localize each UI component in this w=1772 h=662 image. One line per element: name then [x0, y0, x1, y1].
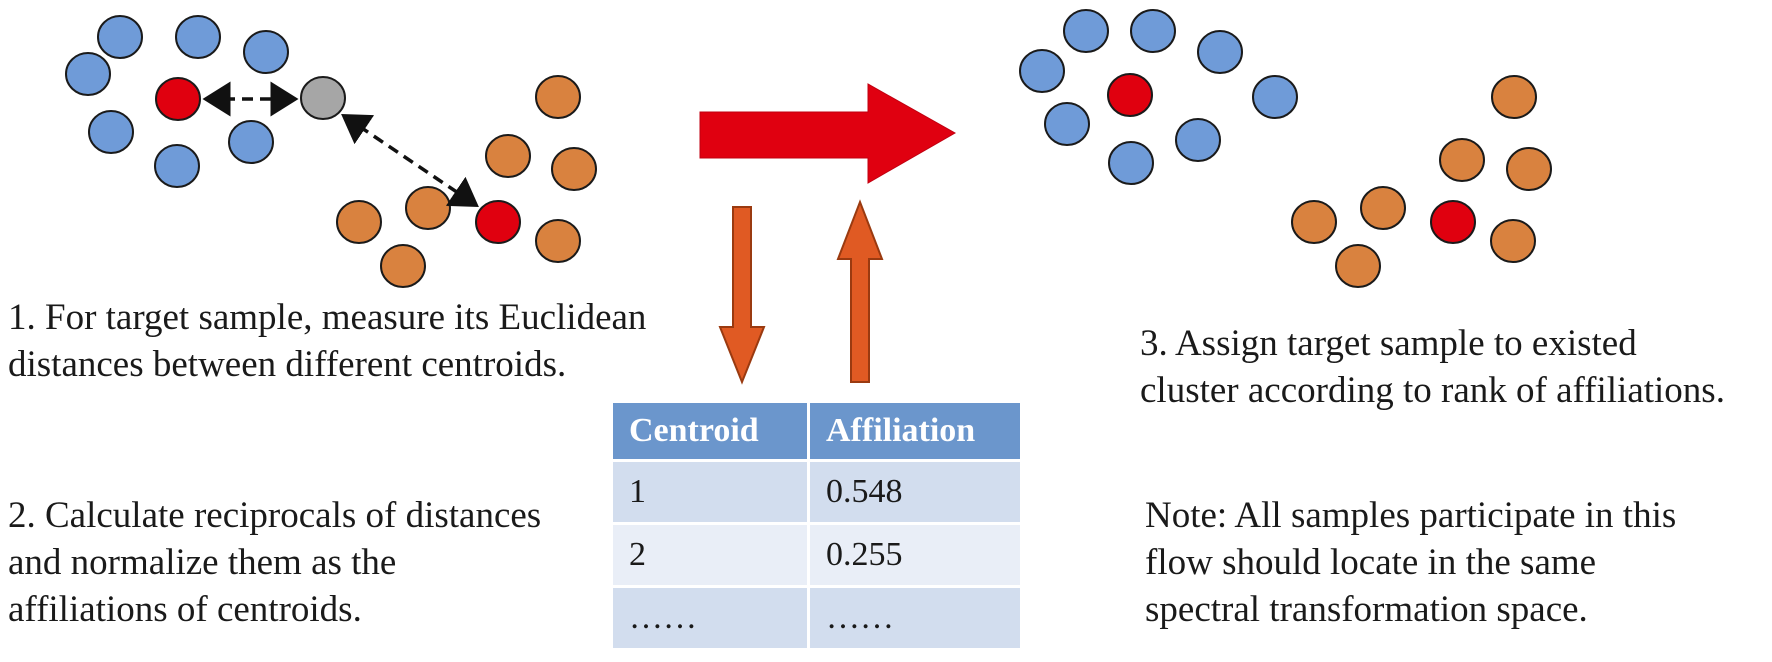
centroid-cell: ……: [613, 588, 807, 648]
step2-line1: 2. Calculate reciprocals of distances: [8, 495, 542, 536]
blue-sample: [1044, 102, 1090, 146]
step2-line3: affiliations of centroids.: [8, 589, 362, 630]
orange-sample: [535, 75, 581, 119]
orange-sample: [336, 200, 382, 244]
blue-sample: [243, 30, 289, 74]
blue-sample: [97, 15, 143, 59]
affiliation-cell: 0.255: [810, 525, 1020, 585]
right-orange-cluster: [1291, 75, 1552, 288]
table-row: …… ……: [613, 588, 1020, 648]
step3-line2: cluster according to rank of affiliation…: [1140, 370, 1725, 411]
left-orange-cluster: [336, 75, 597, 288]
table-row: 1 0.548: [613, 462, 1020, 522]
blue-sample: [1130, 9, 1176, 53]
column-header-centroid: Centroid: [613, 403, 807, 459]
blue-sample: [88, 110, 134, 154]
orange-sample: [405, 186, 451, 230]
blue-centroid: [155, 77, 201, 121]
target-sample: [300, 76, 346, 120]
affiliation-table: Centroid Affiliation 1 0.548 2 0.255 …… …: [610, 400, 1023, 651]
orange-sample: [380, 244, 426, 288]
left-blue-cluster: [65, 15, 289, 188]
affiliation-cell: 0.548: [810, 462, 1020, 522]
orange-sample: [1491, 75, 1537, 119]
distance-arrow-to-orange-centroid: [341, 114, 479, 207]
up-arrow: [836, 199, 884, 383]
orange-sample: [1291, 200, 1337, 244]
step2-caption: 2. Calculate reciprocals of distances an…: [8, 492, 541, 633]
blue-sample: [1197, 30, 1243, 74]
note-caption: Note: All samples participate in this fl…: [1145, 492, 1676, 633]
orange-sample: [551, 147, 597, 191]
orange-sample: [485, 134, 531, 178]
orange-sample: [1506, 147, 1552, 191]
orange-sample: [1439, 138, 1485, 182]
orange-sample: [1490, 219, 1536, 263]
centroid-cell: 1: [613, 462, 807, 522]
blue-sample: [1252, 75, 1298, 119]
right-blue-cluster: [1019, 9, 1298, 185]
blue-sample: [1175, 118, 1221, 162]
orange-sample: [1335, 244, 1381, 288]
blue-centroid: [1107, 73, 1153, 117]
note-line2: flow should locate in the same: [1145, 542, 1597, 583]
step2-line2: and normalize them as the: [8, 542, 397, 583]
orange-sample: [1360, 186, 1406, 230]
note-line1: Note: All samples participate in this: [1145, 495, 1677, 536]
step1-line1: 1. For target sample, measure its Euclid…: [8, 297, 647, 338]
step1-line2: distances between different centroids.: [8, 344, 567, 385]
note-line3: spectral transformation space.: [1145, 589, 1588, 630]
blue-sample: [1063, 9, 1109, 53]
table-row: 2 0.255: [613, 525, 1020, 585]
blue-sample: [1108, 141, 1154, 185]
blue-sample: [175, 15, 221, 59]
orange-centroid: [1430, 200, 1476, 244]
affiliation-cell: ……: [810, 588, 1020, 648]
step3-caption: 3. Assign target sample to existed clust…: [1140, 320, 1725, 414]
blue-sample: [1019, 49, 1065, 93]
blue-sample: [228, 120, 274, 164]
column-header-affiliation: Affiliation: [810, 403, 1020, 459]
big-right-arrow: [699, 83, 957, 184]
orange-sample: [535, 219, 581, 263]
centroid-cell: 2: [613, 525, 807, 585]
blue-sample: [154, 144, 200, 188]
step3-line1: 3. Assign target sample to existed: [1140, 323, 1637, 364]
table-header-row: Centroid Affiliation: [613, 403, 1020, 459]
blue-sample: [65, 52, 111, 96]
down-arrow: [718, 206, 766, 385]
orange-centroid: [475, 200, 521, 244]
step1-caption: 1. For target sample, measure its Euclid…: [8, 294, 646, 388]
